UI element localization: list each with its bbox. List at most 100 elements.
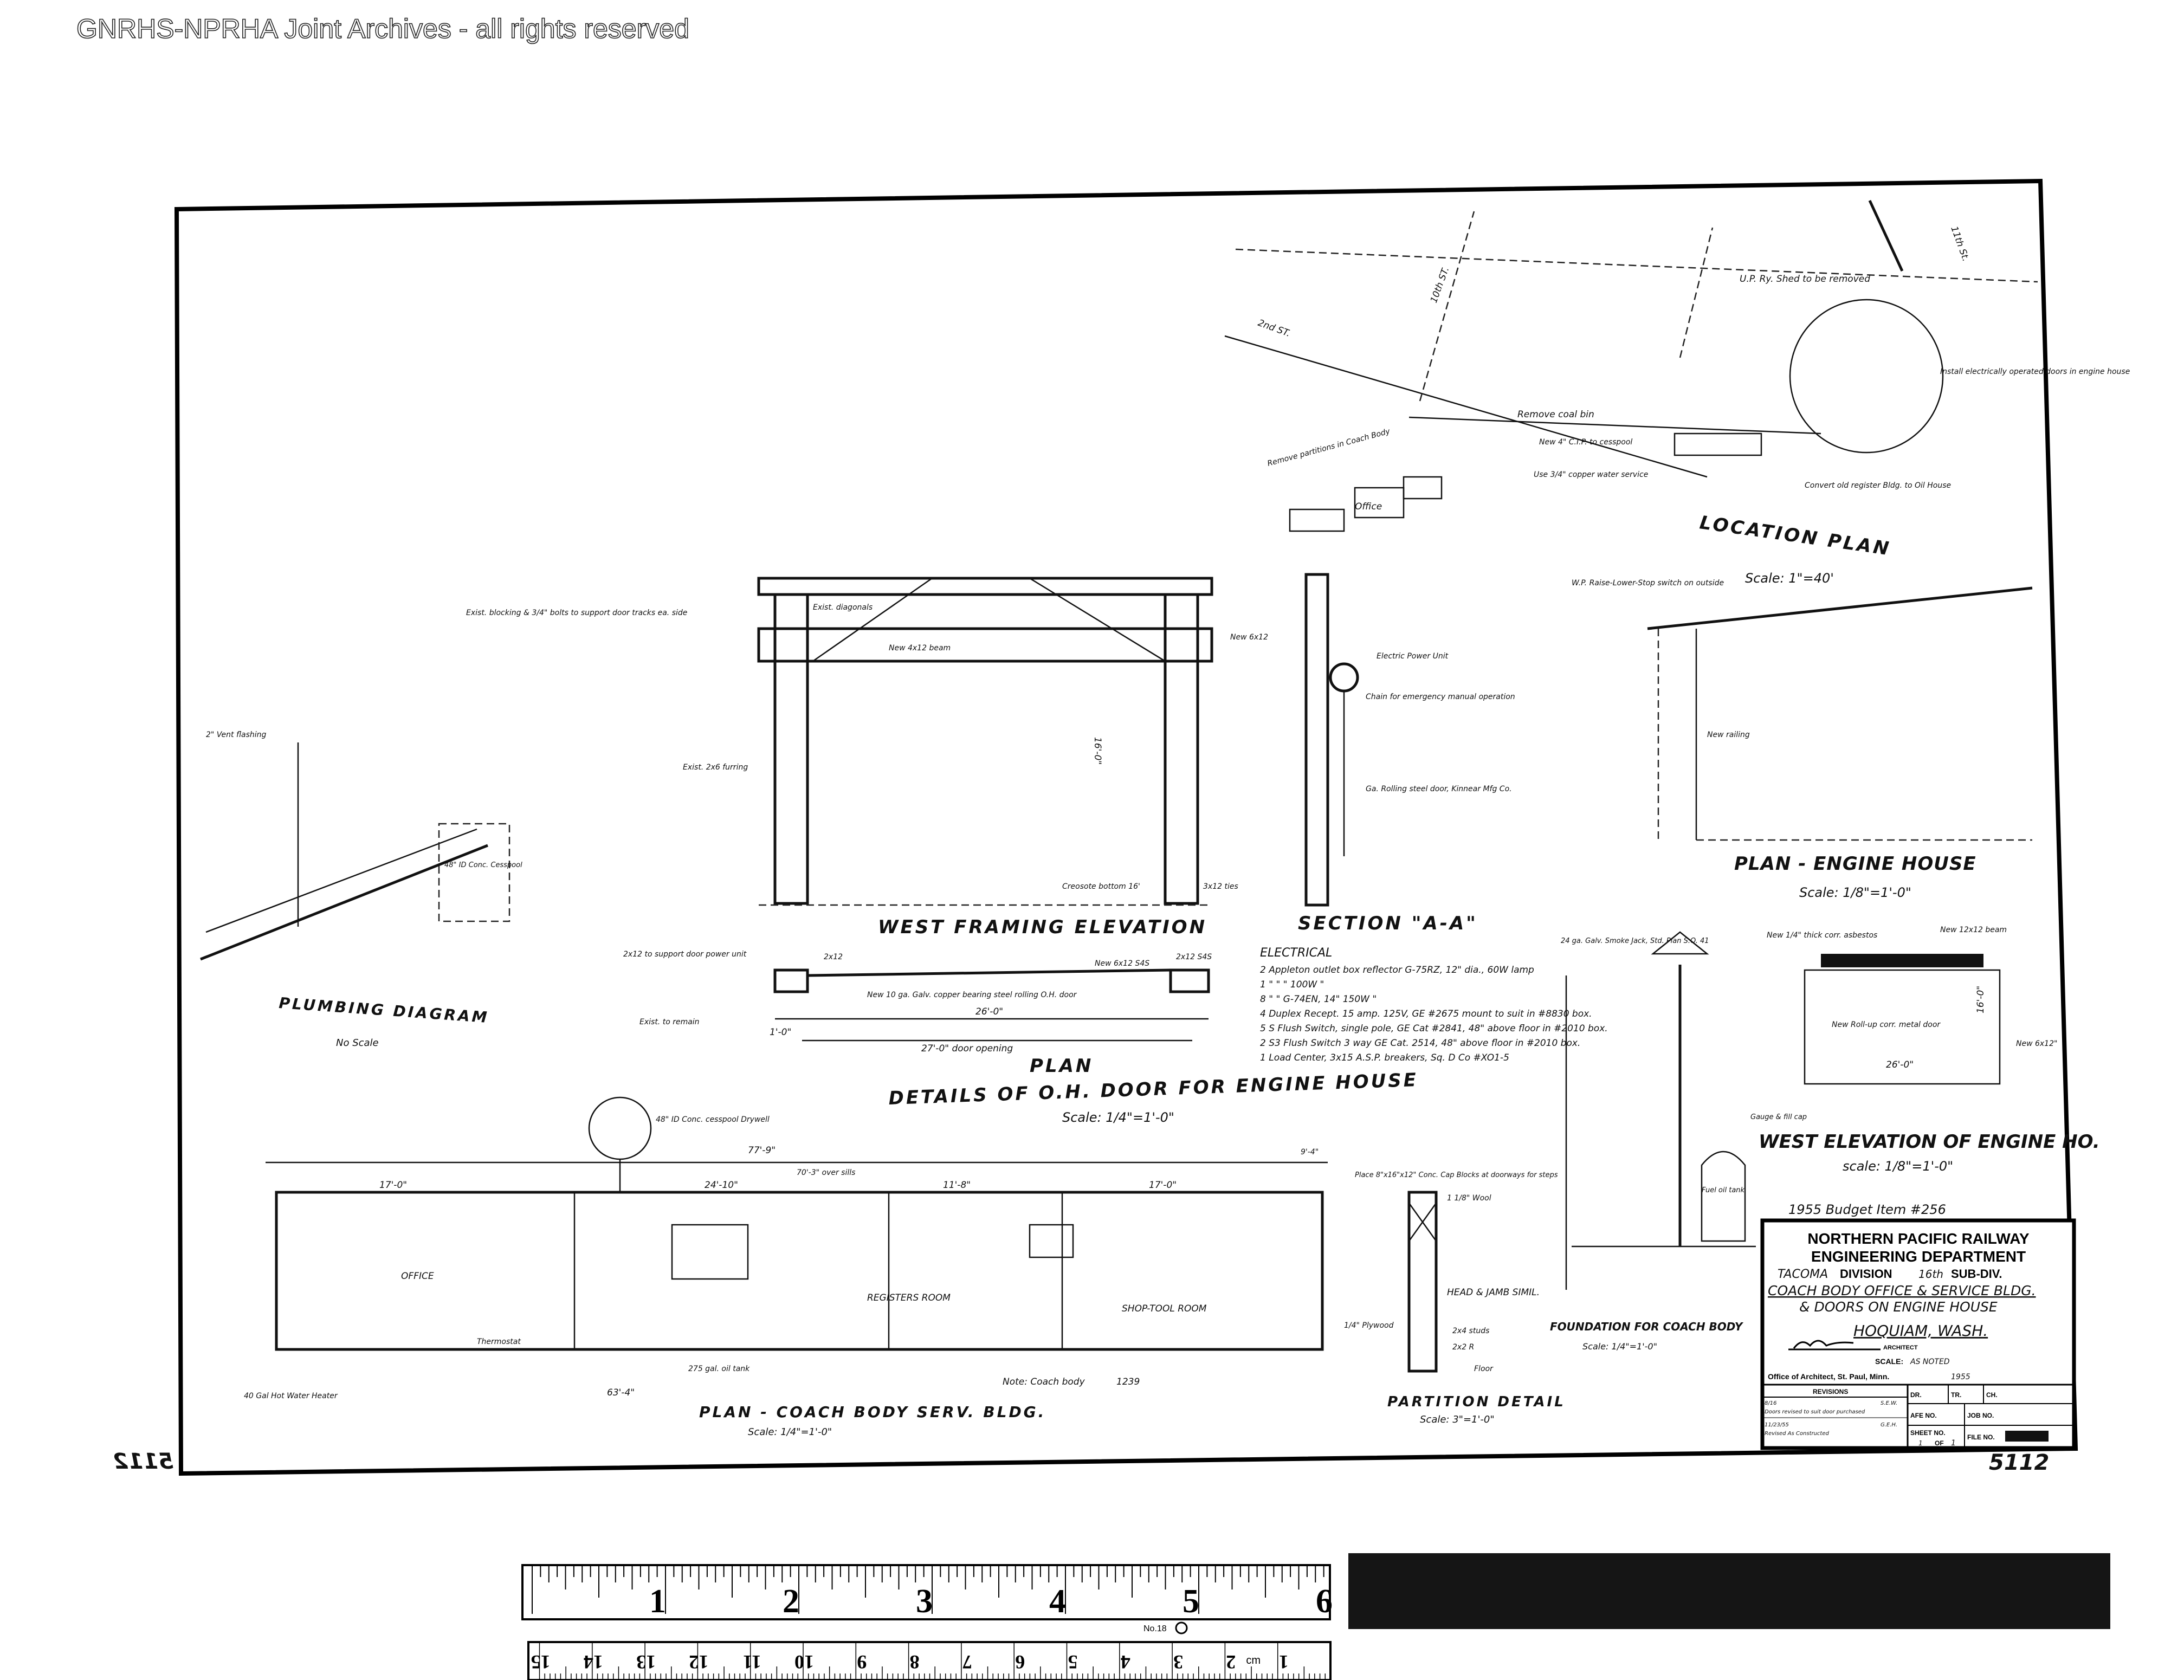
sheet-of-label: OF <box>1935 1439 1944 1447</box>
coach-body-plan-title: PLAN - COACH BODY SERV. BLDG. <box>699 1403 1046 1421</box>
drawing-title-line1: COACH BODY OFFICE & SERVICE BLDG. <box>1768 1283 2036 1298</box>
location-note: Remove partitions in Coach Body <box>1267 427 1391 468</box>
electrical-item: 8 " " G-74EN, 14" 150W " <box>1260 994 1377 1005</box>
framing-note: New 6x12 <box>1230 633 1268 642</box>
coach-body-plan-scale: Scale: 1/4"=1'-0" <box>748 1426 832 1438</box>
door-note: 2x12 S4S <box>1176 953 1212 961</box>
coach-dimension: 24'-10" <box>705 1180 738 1191</box>
oh-door-details-title: DETAILS OF O.H. DOOR FOR ENGINE HOUSE <box>888 1069 1419 1109</box>
job-label: JOB NO. <box>1967 1412 1994 1419</box>
location-note: Office <box>1355 501 1382 512</box>
door-note: New 6x12 S4S <box>1095 959 1149 968</box>
section-a-a-title: SECTION "A-A" <box>1298 913 1478 934</box>
plan-engine-house: W.P. Raise-Lower-Stop switch on outside … <box>1572 579 2033 900</box>
electrical-item: 5 S Flush Switch, single pole, GE Cat #2… <box>1260 1023 1608 1034</box>
plumbing-diagram-scale: No Scale <box>336 1037 379 1049</box>
ruler-cm-label: 7 <box>962 1651 972 1673</box>
location-note: Convert old register Bldg. to Oil House <box>1805 481 1951 490</box>
west-elevation-engine-house: New 1/4" thick corr. asbestos New 12x12 … <box>1561 926 2100 1246</box>
checked-by-label: CH. <box>1986 1391 1998 1399</box>
partition-note: HEAD & JAMB SIMIL. <box>1447 1287 1540 1298</box>
location-plan-title: LOCATION PLAN <box>1698 512 1892 560</box>
framing-note: Exist. 2x6 furring <box>683 763 748 772</box>
foundation-title: FOUNDATION FOR COACH BODY <box>1550 1320 1744 1333</box>
revision-date: 8/16 <box>1765 1400 1776 1406</box>
ruler-cm-label: 11 <box>743 1651 761 1673</box>
street-label: 10th ST. <box>1429 266 1451 305</box>
ruler-cm-label: 6 <box>1015 1651 1025 1673</box>
ruler-cm-label: 15 <box>531 1651 551 1673</box>
sheet-total: 1 <box>1951 1439 1956 1448</box>
framing-dimension: 16'-0" <box>1092 737 1103 765</box>
elevation-note: Gauge & fill cap <box>1750 1113 1807 1121</box>
ruler-cm-label: 1 <box>1279 1651 1289 1673</box>
plumbing-note: 48" ID Conc. Cesspool <box>444 861 522 869</box>
framing-note: Exist. blocking & 3/4" bolts to support … <box>466 609 687 617</box>
electrical-item: 2 Appleton outlet box reflector G-75RZ, … <box>1260 965 1534 975</box>
framing-note: New 4x12 beam <box>889 644 951 652</box>
door-dimension: 1'-0" <box>770 1027 791 1038</box>
ruler-inch-label: 4 <box>1049 1583 1066 1620</box>
revision-by: G.E.H. <box>1881 1422 1897 1428</box>
sheet-number: 5112 <box>1989 1450 2049 1475</box>
division-label: DIVISION <box>1840 1267 1892 1281</box>
ruler-cm-label: 3 <box>1173 1651 1183 1673</box>
location-plan: 2nd ST. 10th ST. U.P. Ry. Shed to be rem… <box>1224 199 2130 586</box>
section-note: Chain for emergency manual operation <box>1366 693 1515 701</box>
afe-label: AFE NO. <box>1910 1412 1937 1419</box>
elevation-note: New 1/4" thick corr. asbestos <box>1767 931 1877 940</box>
office-address: Office of Architect, St. Paul, Minn. <box>1768 1372 1889 1381</box>
door-note: 2x12 <box>824 953 843 961</box>
ruler-cm-label: 10 <box>794 1651 814 1673</box>
plumbing-diagram: 2" Vent flashing 48" ID Conc. Cesspool P… <box>200 731 522 1049</box>
revision-desc: Revised As Constructed <box>1765 1431 1830 1437</box>
archive-watermark: GNRHS-NPRHA Joint Archives - all rights … <box>76 14 689 44</box>
foundation-coach-body: FOUNDATION FOR COACH BODY Scale: 1/4"=1'… <box>1550 975 1756 1352</box>
street-label: 2nd ST. <box>1256 318 1291 339</box>
coach-note: 40 Gal Hot Water Heater <box>244 1392 338 1400</box>
drawing-title-line2: & DOORS ON ENGINE HOUSE <box>1799 1299 1998 1315</box>
elevation-note: New 12x12 beam <box>1940 926 2007 934</box>
elevation-note: 24 ga. Galv. Smoke Jack, Std. Plan S.O. … <box>1561 937 1709 945</box>
sheet-number-mirrored: 5112 <box>113 1449 173 1474</box>
electrical-title: ELECTRICAL <box>1260 946 1332 960</box>
coach-dimension: 70'-3" over sills <box>797 1168 855 1177</box>
ruler-cm-label: 8 <box>910 1651 920 1673</box>
architect-label: ARCHITECT <box>1883 1345 1918 1351</box>
coach-dimension: 17'-0" <box>379 1180 407 1191</box>
door-dimension: 26'-0" <box>975 1006 1003 1017</box>
coach-body-plan: 48" ID Conc. cesspool Drywell 77'-9" 70'… <box>244 1096 1328 1438</box>
electrical-item: 1 Load Center, 3x15 A.S.P. breakers, Sq.… <box>1260 1052 1509 1063</box>
location-note: Install electrically operated doors in e… <box>1940 367 2130 376</box>
west-framing-elevation-title: WEST FRAMING ELEVATION <box>878 916 1207 938</box>
west-elevation-engine-house-title: WEST ELEVATION OF ENGINE HO. <box>1759 1131 2100 1153</box>
framing-note: Exist. diagonals <box>813 603 873 612</box>
plan-engine-house-title: PLAN - ENGINE HOUSE <box>1734 853 1976 875</box>
plan-engine-house-scale: Scale: 1/8"=1'-0" <box>1799 885 1911 900</box>
electrical-legend: ELECTRICAL 2 Appleton outlet box reflect… <box>1260 946 1608 1063</box>
elevation-note: New 6x12" <box>2016 1039 2057 1048</box>
room-label-registers: REGISTERS ROOM <box>867 1293 951 1303</box>
ruler-model: No.18 <box>1143 1624 1167 1633</box>
ruler-inch-label: 5 <box>1183 1583 1199 1620</box>
location-note: Use 3/4" copper water service <box>1534 470 1648 479</box>
ruler-cm-label: 4 <box>1121 1651 1130 1673</box>
framing-note: Creosote bottom 16' <box>1062 882 1140 891</box>
engine-house-note: New railing <box>1707 731 1750 739</box>
coach-note: Thermostat <box>477 1337 521 1346</box>
oh-door-details-scale: Scale: 1/4"=1'-0" <box>1062 1110 1174 1125</box>
coach-note: 1239 <box>1116 1377 1140 1387</box>
partition-detail-scale: Scale: 3"=1'-0" <box>1420 1414 1495 1425</box>
ruler-cm-label: 2 <box>1226 1651 1236 1673</box>
section-note: Ga. Rolling steel door, Kinnear Mfg Co. <box>1366 785 1512 793</box>
door-note: Exist. to remain <box>639 1018 700 1026</box>
file-label: FILE NO. <box>1967 1433 1995 1441</box>
budget-item-note: 1955 Budget Item #256 <box>1788 1202 1946 1217</box>
coach-dimension: 11'-8" <box>943 1180 971 1191</box>
scale-value: AS NOTED <box>1910 1358 1950 1366</box>
department-name: ENGINEERING DEPARTMENT <box>1811 1248 2026 1265</box>
door-note: 2x12 to support door power unit <box>623 950 747 959</box>
partition-note: 1/4" Plywood <box>1344 1321 1394 1330</box>
coach-dimension: 63'-4" <box>607 1387 635 1398</box>
